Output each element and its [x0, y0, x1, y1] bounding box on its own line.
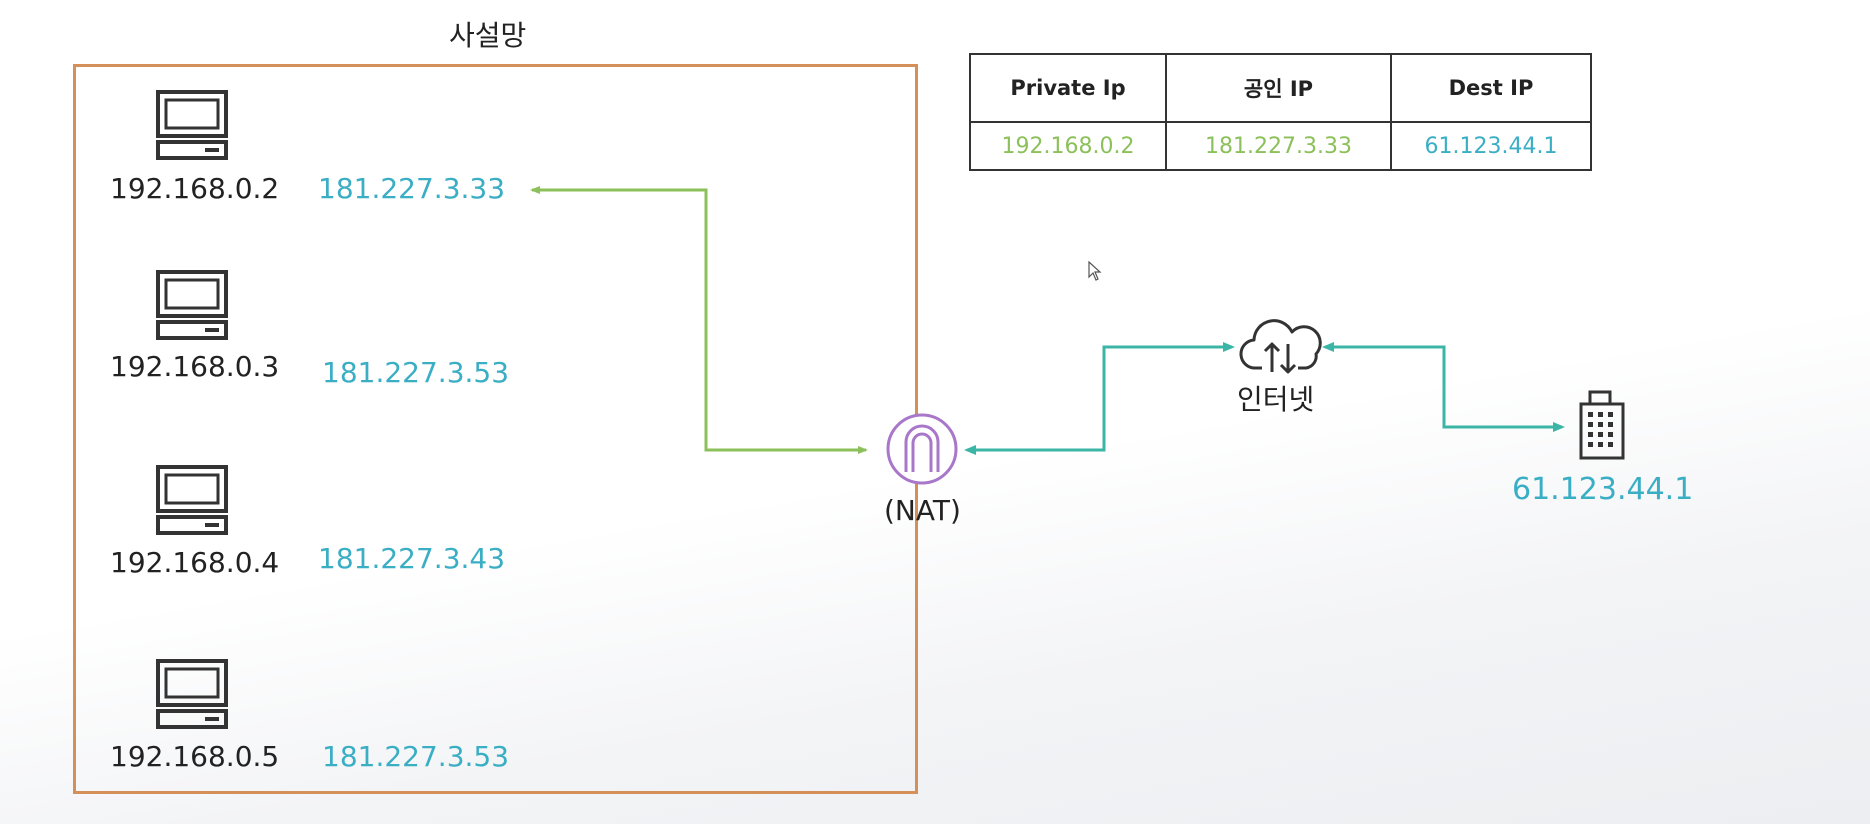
public-ip-label: 181.227.3.33 [318, 172, 506, 205]
teal-arrow-line-internet-dest [1322, 342, 1565, 432]
internet-label: 인터넷 [1237, 383, 1315, 416]
green-arrow-line [530, 186, 868, 454]
private-network-title: 사설망 [449, 19, 527, 52]
teal-arrow-line-nat-internet [964, 342, 1235, 455]
nat-label: (NAT) [884, 494, 961, 527]
mouse-cursor-icon [1088, 261, 1102, 281]
computer-icon [155, 658, 229, 730]
public-ip-label: 181.227.3.53 [322, 740, 510, 773]
nat-table: Private Ip 공인 IP Dest IP 192.168.0.2 181… [969, 53, 1592, 171]
cloud-updown-icon [1239, 319, 1322, 374]
building-icon [1579, 390, 1625, 460]
private-ip-label: 192.168.0.4 [110, 546, 280, 579]
private-ip-label: 192.168.0.2 [110, 172, 280, 205]
header-public-ip: 공인 IP [1165, 53, 1392, 123]
cell-public-ip: 181.227.3.33 [1165, 121, 1392, 171]
header-dest-ip: Dest IP [1390, 53, 1592, 123]
public-ip-label: 181.227.3.43 [318, 542, 506, 575]
computer-icon [155, 269, 229, 341]
nat-gateway-icon [886, 413, 958, 485]
table-row: 192.168.0.2 181.227.3.33 61.123.44.1 [969, 121, 1592, 171]
header-private-ip: Private Ip [969, 53, 1167, 123]
table-header-row: Private Ip 공인 IP Dest IP [969, 53, 1592, 123]
computer-icon [155, 464, 229, 536]
private-ip-label: 192.168.0.3 [110, 350, 280, 383]
private-ip-label: 192.168.0.5 [110, 740, 280, 773]
destination-ip-label: 61.123.44.1 [1512, 472, 1694, 507]
cell-dest-ip: 61.123.44.1 [1390, 121, 1592, 171]
cell-private-ip: 192.168.0.2 [969, 121, 1167, 171]
public-ip-label: 181.227.3.53 [322, 356, 510, 389]
computer-icon [155, 89, 229, 161]
